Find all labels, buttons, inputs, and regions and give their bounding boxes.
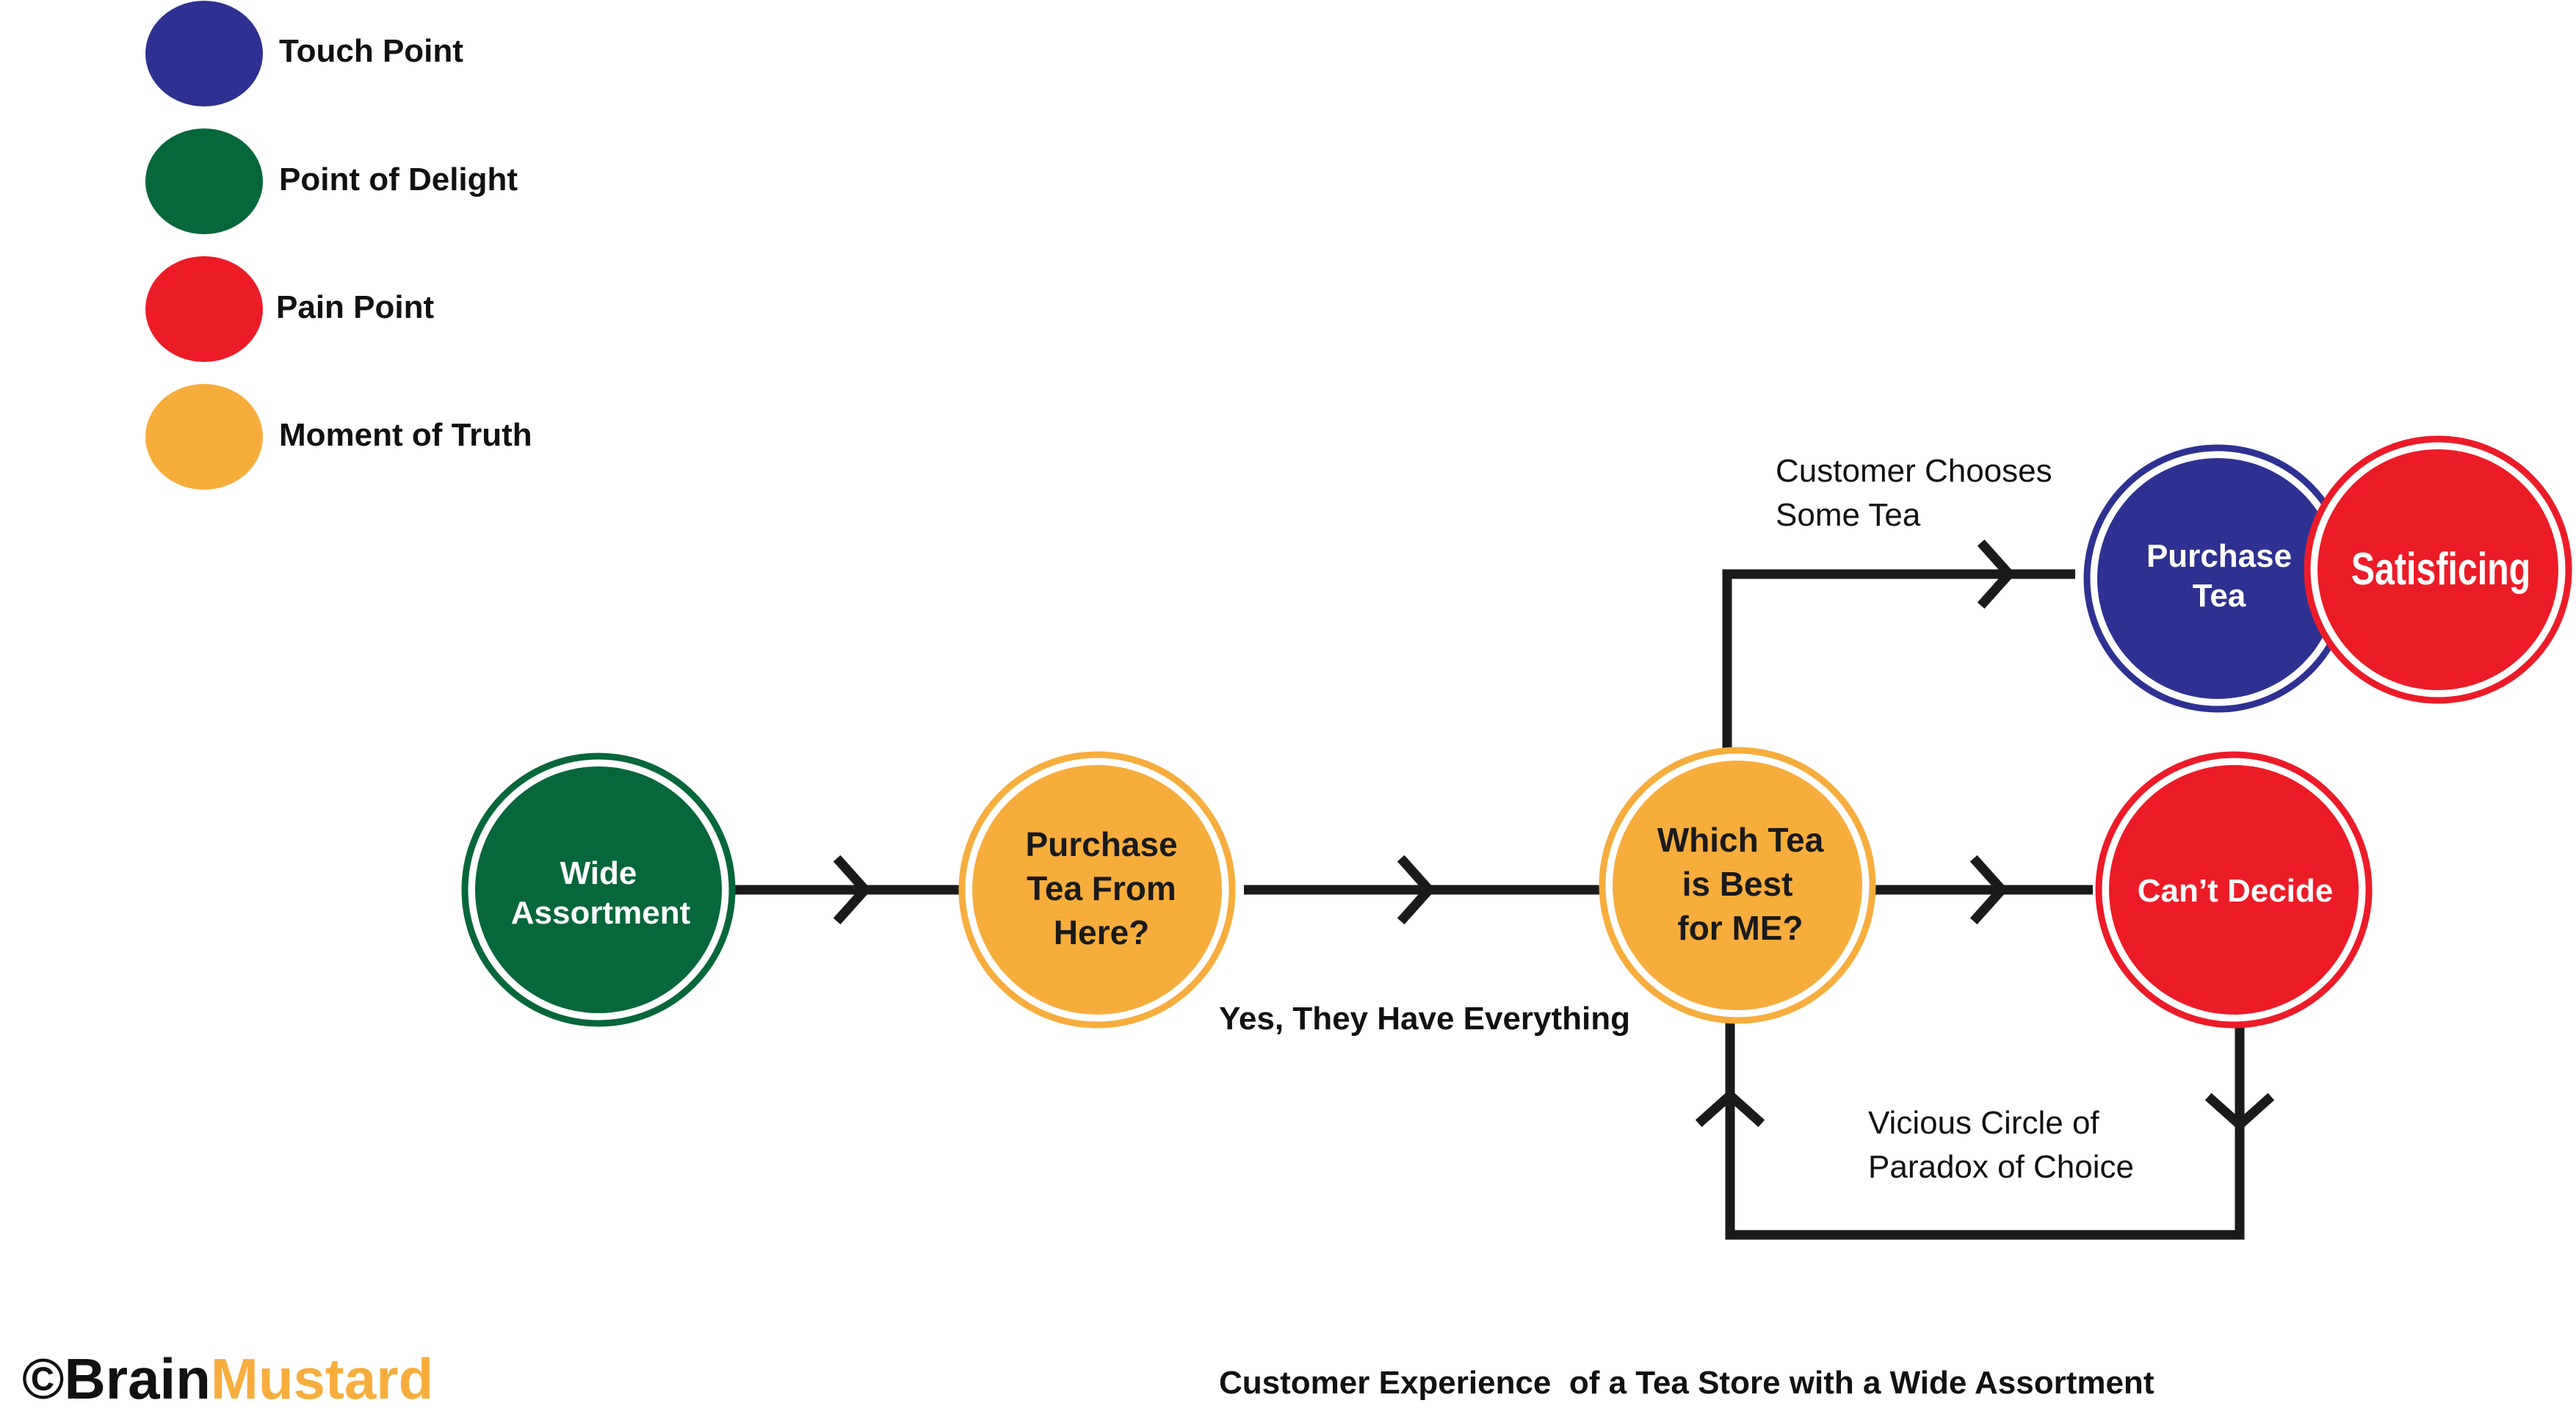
- node-label: Wide: [560, 855, 637, 891]
- legend-swatch-point-of-delight: [145, 128, 263, 234]
- arrow-chevron-1: [833, 855, 872, 925]
- node-purchase-tea: Purchase Tea: [2083, 444, 2352, 713]
- edge-note-vicious-circle: Vicious Circle of: [1868, 1105, 2099, 1141]
- edge-note-chooses: Customer Chooses: [1776, 453, 2052, 489]
- legend-label-pain-point: Pain Point: [276, 289, 434, 325]
- node-which-tea-is-best: Which Tea is Best for ME?: [1599, 747, 1876, 1024]
- node-label: Tea: [2193, 578, 2246, 614]
- node-label: Purchase: [1025, 825, 1177, 863]
- arrow-chevron-up: [1695, 1089, 1765, 1128]
- legend-item-touch-point: Touch Point: [145, 1, 463, 106]
- node-label: Which Tea: [1657, 821, 1824, 859]
- node-fill: [475, 766, 722, 1013]
- legend-item-point-of-delight: Point of Delight: [145, 128, 518, 234]
- arrow-chevron-down: [2204, 1092, 2275, 1131]
- node-fill: [972, 765, 1222, 1015]
- node-label: for ME?: [1677, 909, 1803, 947]
- node-wide-assortment: Wide Assortment: [461, 753, 736, 1027]
- diagram-caption: Customer Experience of a Tea Store with …: [1219, 1365, 2154, 1401]
- node-fill: [2097, 458, 2338, 699]
- node-label: is Best: [1682, 865, 1793, 903]
- node-label: Here?: [1054, 913, 1149, 951]
- edge-note-yes-everything: Yes, They Have Everything: [1219, 1001, 1630, 1037]
- legend: Touch Point Point of Delight Pain Point …: [145, 1, 532, 490]
- legend-swatch-touch-point: [145, 1, 263, 106]
- legend-item-pain-point: Pain Point: [145, 256, 434, 362]
- node-label: Tea From: [1027, 869, 1176, 907]
- node-label: Can’t Decide: [2138, 873, 2334, 909]
- edge-note-vicious-circle: Paradox of Choice: [1868, 1149, 2134, 1185]
- node-label: Purchase: [2146, 538, 2292, 574]
- legend-swatch-moment-of-truth: [145, 384, 263, 490]
- legend-label-touch-point: Touch Point: [279, 33, 463, 69]
- edge-which-to-purchase-tea: [1722, 569, 2075, 756]
- legend-item-moment-of-truth: Moment of Truth: [145, 384, 532, 490]
- node-label: Satisficing: [2351, 543, 2530, 594]
- connectors: [733, 539, 2275, 1240]
- arrow-chevron-3: [1969, 855, 2008, 925]
- brand-logo: ©BrainMustard: [22, 1346, 433, 1411]
- node-cant-decide: Can’t Decide: [2095, 751, 2373, 1029]
- brand-suffix: Mustard: [211, 1346, 433, 1411]
- node-fill: [2318, 449, 2558, 690]
- brand-wordmark: ©BrainMustard: [22, 1346, 433, 1411]
- node-satisficing: Satisficing: [2304, 435, 2572, 704]
- brand-prefix: ©Brain: [22, 1346, 211, 1411]
- node-fill: [1613, 761, 1862, 1010]
- node-label: Assortment: [511, 895, 691, 931]
- arrow-chevron-2: [1397, 855, 1436, 925]
- node-purchase-tea-from-here: Purchase Tea From Here?: [958, 751, 1236, 1029]
- node-fill: [2109, 765, 2359, 1015]
- legend-label-moment-of-truth: Moment of Truth: [279, 417, 532, 453]
- arrow-chevron-4: [1977, 539, 2016, 609]
- edge-note-chooses: Some Tea: [1776, 497, 1921, 533]
- legend-swatch-pain-point: [145, 256, 263, 362]
- legend-label-point-of-delight: Point of Delight: [279, 162, 518, 197]
